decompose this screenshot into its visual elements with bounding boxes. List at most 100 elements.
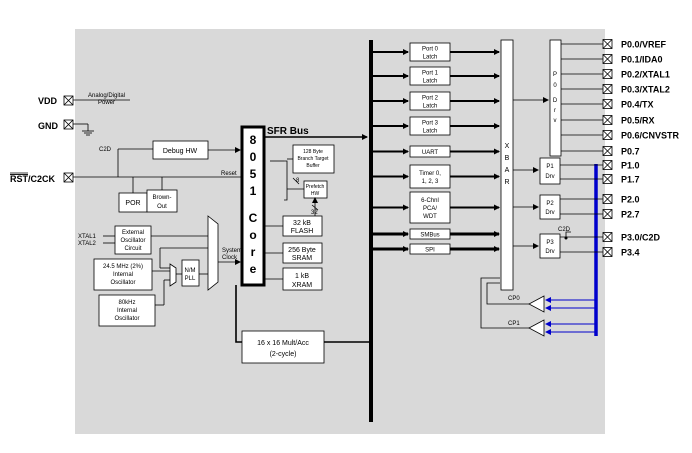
pin-label: P0.5/RX [621,116,655,126]
svg-text:Drv: Drv [545,249,554,255]
pca-wdt-label: PCA/ [423,206,437,212]
svg-text:e: e [250,262,257,276]
svg-text:256 Byte: 256 Byte [288,247,316,254]
svg-text:Internal: Internal [113,272,133,278]
svg-text:N/M: N/M [185,268,196,274]
pin-label: P2.7 [621,210,640,220]
pin-label: P0.1/IDA0 [621,55,663,65]
svg-text:Buffer: Buffer [306,163,320,169]
p3-driver-block: P3 Drv [539,233,561,259]
xtal1-label: XTAL1 [78,234,97,240]
svg-text:SRAM: SRAM [292,255,312,262]
timers-block: Timer 0, 1, 2, 3 [371,164,500,189]
comparator-cp1: CP1 [480,277,545,337]
port2-latch-label: Port 2 [422,96,439,102]
svg-text:Prefetch: Prefetch [306,184,325,190]
pin-p0-1-ida0: P0.1/IDA0 [561,54,663,65]
svg-text:128 Byte: 128 Byte [303,149,323,155]
svg-text:X: X [505,143,510,150]
svg-text:r: r [251,245,256,259]
system-clock-mux: System Clock [207,215,242,291]
mult-acc-block: 16 x 16 Mult/Acc (2-cycle) [241,330,325,364]
svg-text:8: 8 [250,133,257,147]
p0-driver-block: P 0 D r v [549,39,562,157]
p2-driver-block: P2 Drv [539,194,561,220]
port2-latch-label: Latch [423,104,438,110]
svg-text:1: 1 [250,184,257,198]
svg-text:FLASH: FLASH [291,228,314,235]
internal-oscillator-block: 24.5 MHz (2%) Internal Oscillator [93,258,170,291]
xtal2-label: XTAL2 [78,241,97,247]
svg-text:r: r [554,108,556,114]
analog-digital-label: Analog/Digital [88,93,125,99]
pin-p2-7: P2.7 [560,209,640,220]
pin-p0-5-rx: P0.5/RX [561,115,655,126]
svg-text:P1: P1 [546,164,554,170]
pin-p1-7: P1.7 [560,174,640,185]
port3-latch-label: Latch [423,129,438,135]
cpu-core-block: 8 0 5 1 C o r e [240,125,266,287]
svg-text:24.5 MHz (2%): 24.5 MHz (2%) [103,264,143,270]
svg-text:Oscillator: Oscillator [110,280,135,286]
timers-label: 1, 2, 3 [422,179,439,185]
svg-text:HW: HW [311,191,320,197]
svg-text:XRAM: XRAM [292,282,312,289]
svg-text:Clock: Clock [222,255,238,261]
svg-text:80kHz: 80kHz [118,300,135,306]
pin-label: P0.7 [621,147,640,157]
pin-p0-4-tx: P0.4/TX [561,99,654,110]
pin-p0-3-xtal2: P0.3/XTAL2 [561,84,670,95]
sfr-bus-label: SFR Bus [267,126,309,137]
pin-label: P1.0 [621,161,640,171]
svg-text:Circuit: Circuit [124,246,141,252]
spi-block: SPI [371,243,500,255]
svg-text:o: o [249,228,256,242]
svg-text:0: 0 [553,83,557,89]
svg-text:System: System [222,248,242,254]
timers-label: Timer 0, [419,171,441,177]
port2-latch-block: Port 2 Latch [371,91,500,111]
c2d-small-label: C2D [558,227,571,233]
pin-p0-0-vref: P0.0/VREF [561,39,667,50]
pin-label: P0.3/XTAL2 [621,85,670,95]
svg-text:External: External [122,230,144,236]
pin-label: P0.6/CNVSTR [621,131,680,141]
bus-width-8: 8 [296,178,300,184]
bus-width-32: 32 [311,210,318,216]
xram-block: 1 kB XRAM [264,267,323,291]
p1-driver-block: P1 Drv [539,157,561,185]
smbus-label: SMBus [420,233,439,239]
pin-p3-4: P3.4 [560,247,640,258]
svg-text:PLL: PLL [185,276,196,282]
svg-text:R: R [504,179,509,186]
svg-text:32 kB: 32 kB [293,220,311,227]
svg-text:1 kB: 1 kB [295,273,309,280]
spi-label: SPI [425,248,435,254]
svg-text:Out: Out [157,204,167,210]
port1-latch-label: Port 1 [422,71,439,77]
pin-p0-2-xtal1: P0.2/XTAL1 [561,69,670,80]
svg-text:CP1: CP1 [508,321,520,327]
port0-latch-label: Latch [423,55,438,61]
pin-label: P0.4/TX [621,100,654,110]
gnd-pin: GND [38,119,94,136]
uart-label: UART [422,150,439,156]
pin-p0-6-cnvstr: P0.6/CNVSTR [561,130,680,141]
svg-text:Brown-: Brown- [152,195,171,201]
svg-text:RST/C2CK: RST/C2CK [10,174,56,184]
svg-text:VDD: VDD [38,96,58,106]
sram-block: 256 Byte SRAM [264,242,323,264]
svg-text:GND: GND [38,121,59,131]
port1-latch-label: Latch [423,79,438,85]
svg-text:P: P [553,72,557,78]
svg-text:Oscillator: Oscillator [114,316,139,322]
pin-label: P1.7 [621,175,640,185]
svg-text:P2: P2 [546,201,554,207]
debug-hw-block: Debug HW [152,140,241,160]
reset-label: Reset [221,171,237,177]
vdd-pin: VDD [38,95,130,106]
